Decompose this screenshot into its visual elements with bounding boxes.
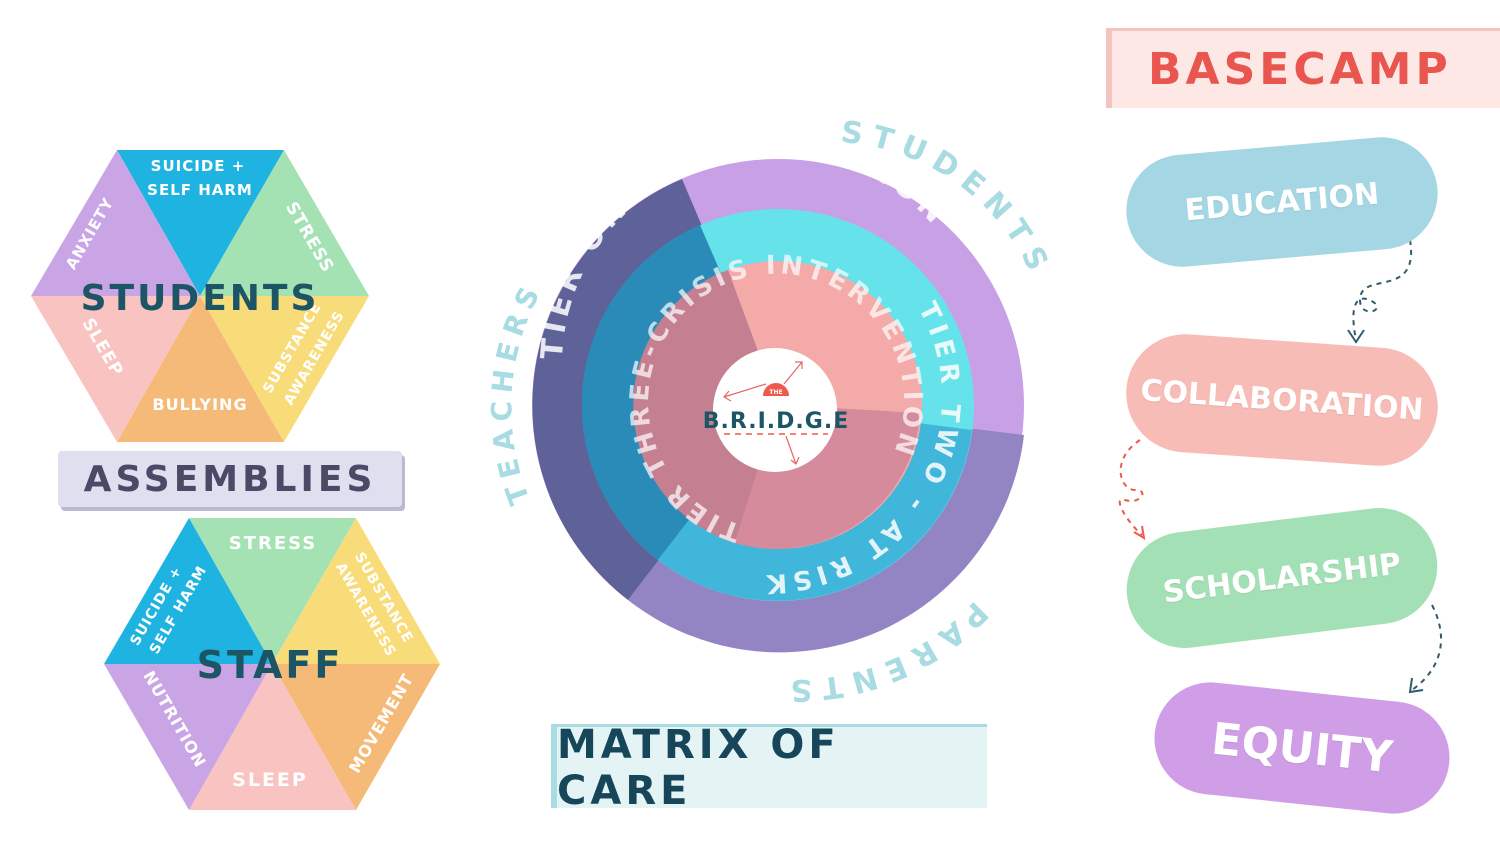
students-self-harm-label: SELF HARM xyxy=(147,181,253,199)
arrow-down-head xyxy=(790,456,800,465)
connector-arrowhead-2 xyxy=(1133,525,1146,540)
basecamp-connectors xyxy=(1118,239,1443,694)
matrix-of-care-wheel: THE B.R.I.D.G.E TIER ONE - PREVENTION TI… xyxy=(485,115,1049,707)
staff-segment-substance-awareness xyxy=(272,518,440,664)
logo-small-text: THE xyxy=(769,389,782,396)
logo-circle xyxy=(713,348,837,472)
inner-ring-mauve-sector xyxy=(633,270,778,543)
logo-text: B.R.I.D.G.E xyxy=(703,409,849,434)
staff-hexagon: STRESS SUBSTANCE AWARENESS MOVEMENT SLEE… xyxy=(104,518,440,810)
staff-segment-movement xyxy=(272,664,440,810)
students-hexagon: SUICIDE + SELF HARM STRESS SUBSTANCE AWA… xyxy=(31,150,369,442)
staff-segment-suicide-self-harm xyxy=(104,518,272,664)
students-segment-sleep xyxy=(31,296,200,442)
connector-scholarship-equity xyxy=(1411,604,1443,691)
students-segment-anxiety xyxy=(31,150,200,296)
arrow-down xyxy=(785,435,797,465)
connector-education-collaboration xyxy=(1352,239,1413,341)
logo-sun-icon xyxy=(763,383,789,396)
staff-center-label: STAFF xyxy=(197,643,344,687)
matrix-of-care-title: MATRIX OF CARE xyxy=(551,722,987,814)
staff-segment-sleep xyxy=(189,664,356,810)
connector-arrowhead-3 xyxy=(1408,677,1424,694)
students-segment-substance-awareness xyxy=(200,296,369,442)
staff-stress-label: STRESS xyxy=(229,533,318,554)
students-segment-suicide-self-harm xyxy=(117,150,284,296)
connector-arrowhead-1 xyxy=(1347,329,1365,344)
students-bullying-label: BULLYING xyxy=(152,395,247,414)
connector-collaboration-scholarship xyxy=(1118,439,1144,536)
staff-sleep-label: SLEEP xyxy=(232,769,308,791)
arrow-up-right-head xyxy=(795,361,803,369)
arrow-up-right xyxy=(783,361,803,385)
students-suicide-label: SUICIDE + xyxy=(151,157,246,175)
collaboration-pill: COLLABORATION xyxy=(1122,330,1442,470)
assemblies-banner: ASSEMBLIES xyxy=(58,451,402,507)
students-segment-stress xyxy=(200,150,369,296)
students-center-label: STUDENTS xyxy=(81,278,320,319)
arrow-left-head xyxy=(723,390,732,402)
staff-segment-nutrition xyxy=(104,664,272,810)
staff-segment-stress xyxy=(189,518,356,664)
logo-arrows xyxy=(723,361,803,465)
students-segment-bullying xyxy=(117,296,284,442)
basecamp-title: BASECAMP xyxy=(1106,28,1500,108)
arrow-left xyxy=(723,383,767,398)
